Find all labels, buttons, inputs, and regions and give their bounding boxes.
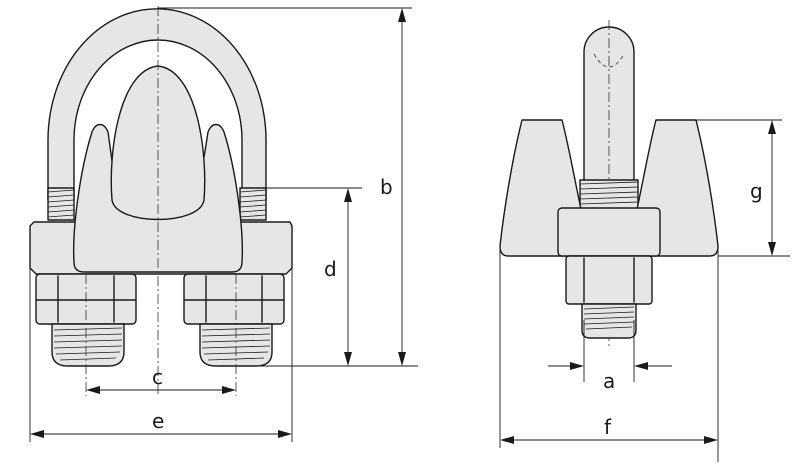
dimension-label-c: c [152,365,163,389]
dimension-b: b [380,8,406,366]
dimension-label-e: e [152,409,164,433]
side-view: a f g [499,20,790,462]
dimension-e: e [30,409,292,438]
dimension-d: d [324,188,352,366]
bolt-end-left [51,323,125,367]
dimension-label-f: f [604,415,612,439]
saddle-groove [110,65,206,221]
dimension-g: g [750,120,776,256]
dimension-c: c [86,365,236,394]
nut-right [183,273,285,325]
dimension-label-g: g [750,179,763,203]
front-view: b d c e [29,6,418,442]
dimension-a: a [548,362,672,393]
nut-side [565,255,653,305]
dimension-label-d: d [324,257,337,281]
saddle-block-side [557,207,661,257]
dimension-label-a: a [603,369,615,393]
u-bolt [47,8,267,221]
dimension-label-b: b [380,175,393,199]
bolt-end-side [581,303,637,339]
u-bolt-side [579,20,639,346]
dimension-f: f [500,415,718,444]
